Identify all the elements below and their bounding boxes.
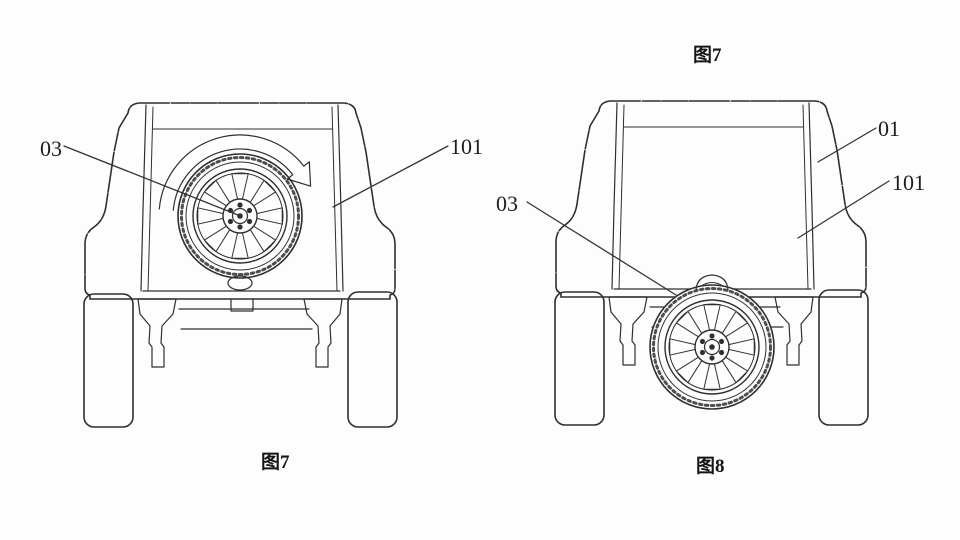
wheel-mount-tab-inner [700,282,724,287]
leader-line-fig7-03 [63,145,239,216]
ref-label-fig8-body-side: 01 [878,116,900,141]
figure-7-caption: 图7 [261,451,290,473]
clockwise-rotation-arrow-icon [158,134,312,211]
leader-line-fig8-01 [817,127,877,163]
leader-line-fig8-03 [526,201,677,296]
figure-8-caption: 图8 [696,455,725,477]
spare-wheel-lowered [650,285,774,409]
spare-wheel-raised [178,154,302,278]
ref-label-fig8-spare-wheel: 03 [496,191,518,216]
ref-label-fig8-tailgate: 101 [892,170,925,195]
figure-7-vehicle-rear-view [83,102,398,428]
wheel-mount-tab [695,274,729,291]
ref-label-fig7-spare-wheel: 03 [40,136,62,161]
ref-label-fig7-tailgate: 101 [450,134,483,159]
wheel-mount-bracket [227,275,253,291]
figure-8-vehicle-rear-view [554,100,869,426]
top-figure-caption: 图7 [693,44,722,66]
leader-line-fig8-101 [797,180,890,239]
leader-line-fig7-101 [332,145,449,208]
